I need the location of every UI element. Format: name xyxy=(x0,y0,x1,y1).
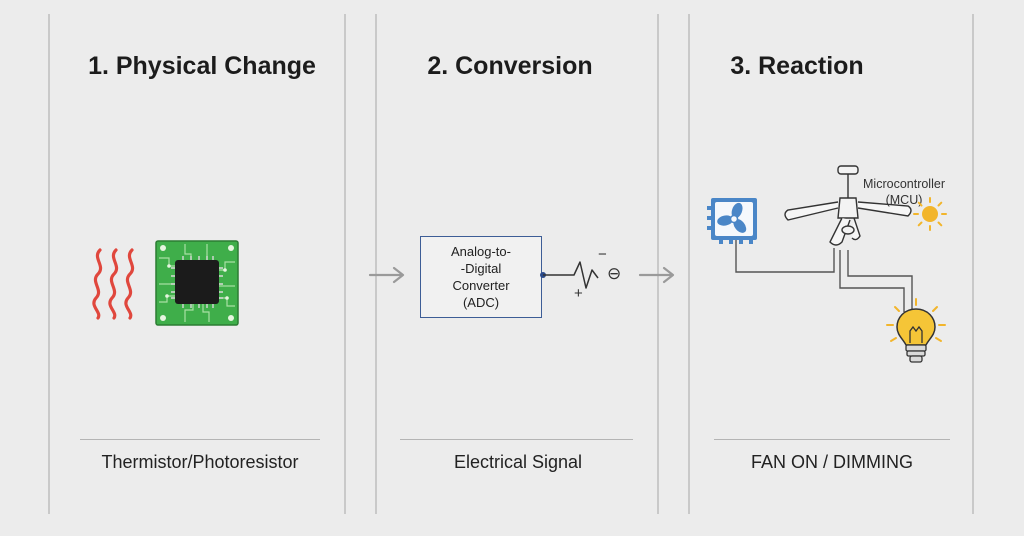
sun-icon xyxy=(913,197,947,231)
wiring-lines xyxy=(735,240,913,312)
heat-waves-icon xyxy=(92,248,135,320)
ceiling-fan-icon xyxy=(784,165,912,246)
caption-rule xyxy=(80,439,320,440)
divider xyxy=(48,14,50,514)
signal-minus-circle-label: ⊖ xyxy=(607,264,622,283)
adc-label-line: Analog-to- xyxy=(451,244,511,259)
caption-reaction: FAN ON / DIMMING xyxy=(751,452,913,472)
light-bulb-icon xyxy=(886,298,946,363)
divider xyxy=(688,14,690,514)
mcu-label-line: Microcontroller xyxy=(863,177,945,191)
fan-box-icon xyxy=(707,198,757,244)
adc-label-line: -Digital xyxy=(460,261,502,276)
adc-label-line: (ADC) xyxy=(462,295,500,310)
panel-title-reaction: 3. Reaction xyxy=(730,52,864,80)
caption-rule xyxy=(400,439,633,440)
panel-title-physical-change: 1. Physical Change xyxy=(88,52,316,80)
divider xyxy=(375,14,377,514)
divider xyxy=(657,14,659,514)
right-arrow-icon xyxy=(368,266,405,284)
signal-plus-label: + xyxy=(574,285,583,302)
caption-electrical-signal: Electrical Signal xyxy=(453,452,583,472)
adc-label-line: Converter xyxy=(452,278,510,293)
panel-title-conversion: 2. Conversion xyxy=(427,52,593,80)
caption-rule xyxy=(714,439,950,440)
circuit-board-icon xyxy=(155,240,239,326)
caption-sensor: Thermistor/Photoresistor xyxy=(101,452,299,472)
signal-minus-label: − xyxy=(598,246,607,263)
divider xyxy=(972,14,974,514)
mcu-label: Microcontroller (MCU) xyxy=(842,176,966,208)
adc-box: Analog-to- -Digital Converter (ADC) xyxy=(420,236,542,318)
mcu-label-line: (MCU) xyxy=(885,193,923,207)
right-arrow-icon xyxy=(638,266,675,284)
signal-wave-icon xyxy=(540,261,599,289)
divider xyxy=(344,14,346,514)
